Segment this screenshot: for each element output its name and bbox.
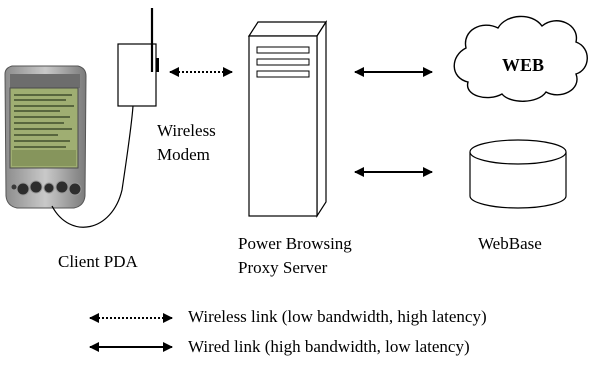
proxy-server-tower — [247, 19, 328, 219]
pda-power-led — [11, 184, 17, 190]
pda-graffiti-area — [12, 150, 76, 166]
pda-top-bezel — [10, 74, 80, 88]
modem-antenna-base — [156, 58, 159, 72]
webbase-database — [469, 139, 567, 209]
server-side-face — [316, 19, 327, 219]
pda-modem-cable — [51, 105, 134, 228]
proxy-label-line2: Proxy Server — [238, 258, 328, 277]
wireless-modem — [117, 8, 159, 107]
legend-wired-label: Wired link (high bandwidth, low latency) — [188, 337, 470, 356]
database-body — [469, 152, 567, 209]
modem-label-line2: Modem — [157, 145, 210, 164]
server-top-face — [247, 21, 328, 37]
pda-screen-text — [14, 94, 74, 148]
database-top — [469, 139, 567, 165]
web-cloud-label: WEB — [502, 55, 544, 75]
pda-hard-buttons — [16, 180, 82, 196]
legend-wireless-label: Wireless link (low bandwidth, high laten… — [188, 307, 487, 326]
modem-box — [117, 43, 157, 107]
drive-bay-2 — [256, 58, 310, 66]
pda-device — [4, 65, 87, 209]
pda-label: Client PDA — [58, 252, 138, 271]
webbase-label: WebBase — [478, 234, 542, 253]
server-front-face — [248, 35, 318, 217]
drive-bay-3 — [256, 70, 310, 78]
proxy-label-line1: Power Browsing — [238, 234, 352, 253]
drive-bay-1 — [256, 46, 310, 54]
web-cloud: WEB — [453, 15, 588, 102]
cloud-outline — [453, 15, 588, 102]
modem-label-line1: Wireless — [157, 121, 216, 140]
